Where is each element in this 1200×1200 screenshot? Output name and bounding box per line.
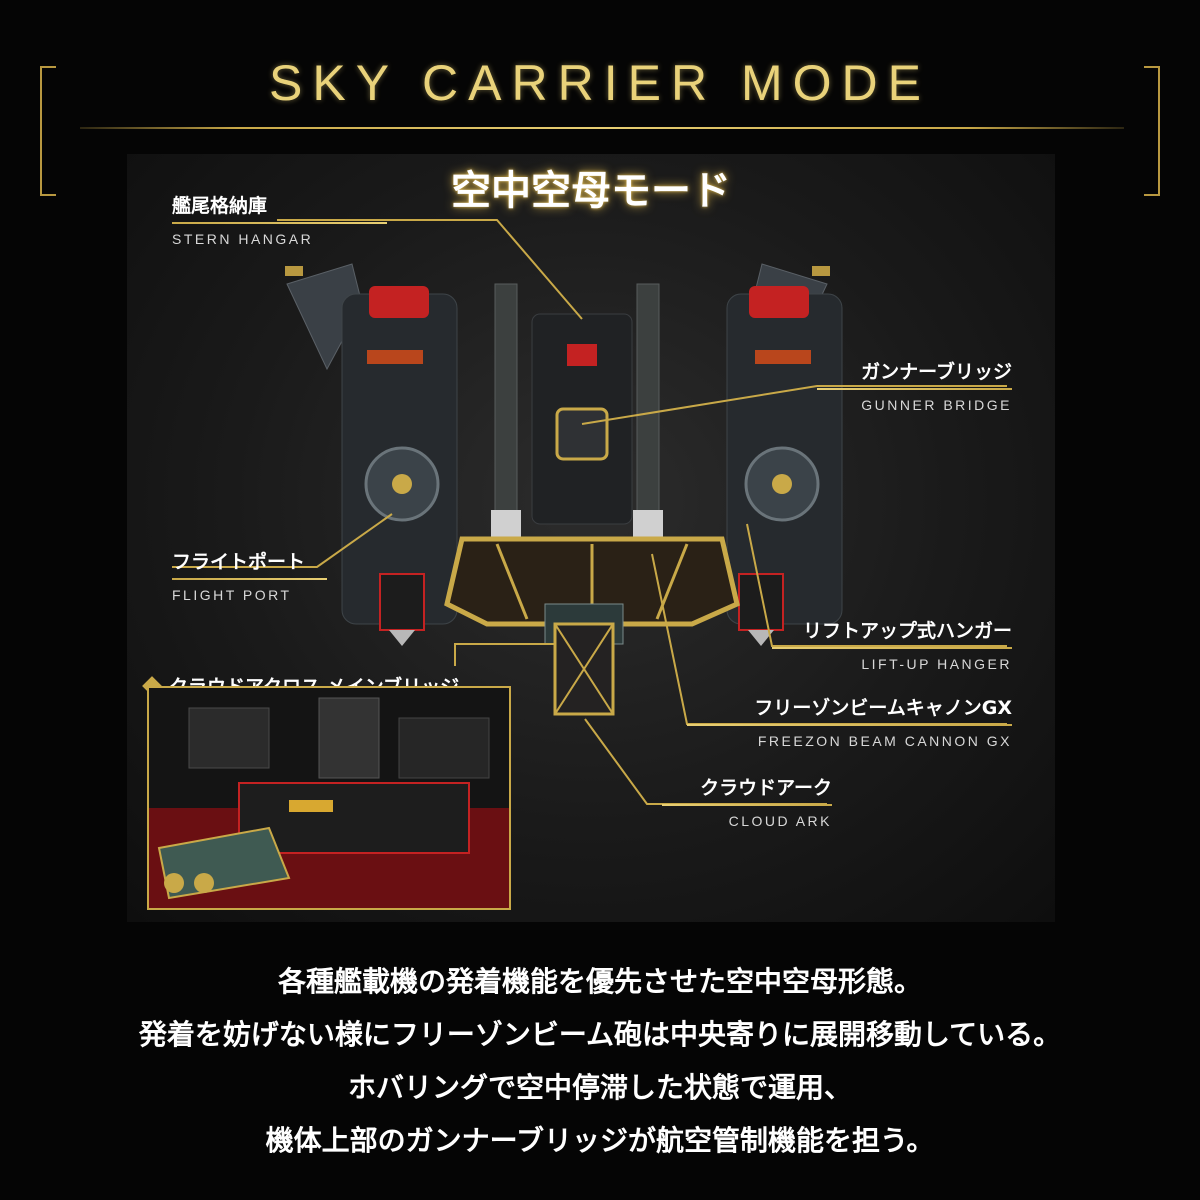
callout-rule [662,804,832,806]
callout-en-label: LIFT-UP HANGER [861,656,1012,672]
mode-subtitle: 空中空母モード [451,168,731,214]
callout-en-label: STERN HANGAR [172,231,314,247]
title-underline [80,127,1124,129]
callout-freezon-beam-cannon: フリーゾンビームキャノンGX FREEZON BEAM CANNON GX [687,696,1012,750]
callout-rule [817,388,1012,390]
right-bracket-ornament [1144,66,1160,196]
callout-jp-label: フライトポート [172,551,306,573]
description-line: ホバリングで空中停滞した状態で運用、 [347,1071,852,1104]
callout-jp-label: リフトアップ式ハンガー [802,620,1012,642]
product-photo-panel: 空中空母モード 艦尾格納庫 STERN HANGAR ガンナーブリッジ GUNN… [127,154,1055,922]
sky-carrier-illustration [172,219,1007,805]
callout-en-label: FREEZON BEAM CANNON GX [757,733,1012,749]
callout-en-label: CLOUD ARK [728,813,832,829]
callout-rule [687,724,1012,726]
callout-jp-label: クラウドアーク [700,777,832,799]
callout-jp-label: 艦尾格納庫 [172,195,268,217]
description-line: 発着を妨げない様にフリーゾンビーム砲は中央寄りに展開移動している。 [138,1018,1062,1051]
description-line: 機体上部のガンナーブリッジが航空管制機能を担う。 [265,1124,935,1157]
callout-rule [772,647,1012,649]
main-bridge-illustration [149,688,509,908]
callout-lift-up-hanger: リフトアップ式ハンガー LIFT-UP HANGER [772,619,1012,673]
description-block: 各種艦載機の発着機能を優先させた空中空母形態。 発着を妨げない様にフリーゾンビー… [0,955,1200,1167]
callout-cloud-ark: クラウドアーク CLOUD ARK [662,776,832,830]
callout-jp-label: フリーゾンビームキャノンGX [754,697,1012,719]
callout-flight-port: フライトポート FLIGHT PORT [172,550,327,604]
callout-en-label: FLIGHT PORT [172,587,292,603]
description-line: 各種艦載機の発着機能を優先させた空中空母形態。 [277,965,922,998]
callout-jp-label: ガンナーブリッジ [861,361,1012,383]
left-bracket-ornament [40,66,56,196]
callout-rule [172,578,327,580]
callout-gunner-bridge: ガンナーブリッジ GUNNER BRIDGE [817,360,1012,414]
main-bridge-inset-photo [147,686,511,910]
callout-rule [172,222,387,224]
page-title: SKY CARRIER MODE [269,55,931,111]
callout-stern-hangar: 艦尾格納庫 STERN HANGAR [172,194,387,248]
callout-en-label: GUNNER BRIDGE [861,397,1012,413]
